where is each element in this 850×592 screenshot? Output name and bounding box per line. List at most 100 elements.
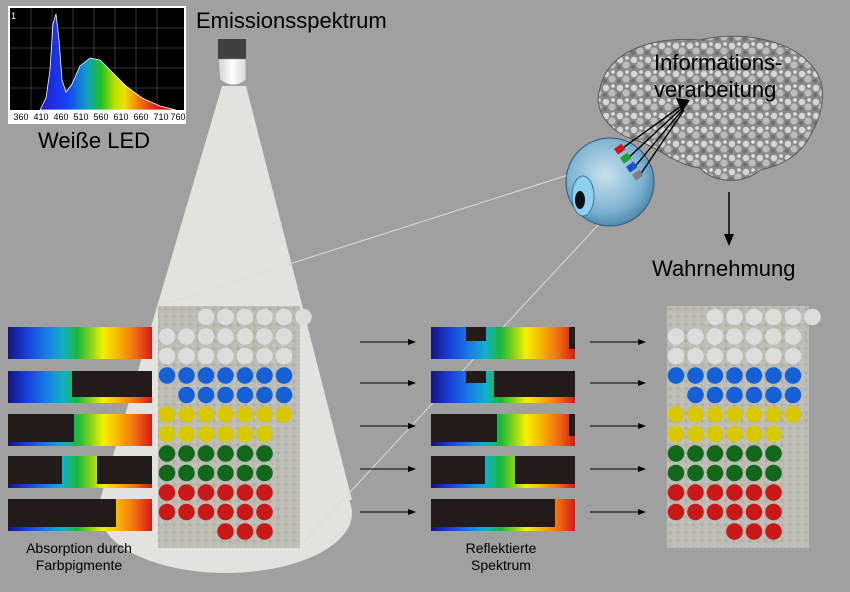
pigment-dot-yellow (158, 406, 176, 423)
pigment-dot-green (687, 445, 704, 462)
pigment-dot-white (726, 347, 743, 365)
pigment-dot-green (256, 464, 273, 482)
pigment-dot-white (236, 308, 254, 326)
pigment-dot-green (765, 464, 782, 482)
pigment-dot-red (726, 523, 743, 540)
pigment-dots (158, 308, 312, 540)
pigment-dot-white (784, 347, 802, 365)
pigment-dot-yellow (667, 425, 685, 443)
pigment-dot-green (256, 445, 273, 462)
pigment-dot-yellow (784, 406, 802, 423)
reflected-bars (431, 327, 575, 531)
reflected-bar (431, 456, 575, 488)
pigment-dot-white (197, 347, 215, 365)
pigment-dot-yellow (726, 406, 743, 423)
pigment-dot-yellow (178, 425, 195, 443)
led-housing (218, 39, 246, 59)
pigment-dot-green (236, 445, 254, 462)
pigment-dot-yellow (197, 425, 215, 443)
pigment-dot-white (706, 347, 724, 365)
pigment-dot-red (217, 484, 234, 501)
spectrum-curve (39, 13, 177, 111)
pigment-dot-green (745, 445, 763, 462)
reflected-caption-line-1: Reflektierte (465, 540, 537, 556)
pigment-dot-yellow (236, 425, 254, 443)
pigment-dot-red (178, 484, 195, 501)
pigment-dot-green (667, 445, 685, 462)
reflected-bar (431, 371, 575, 403)
pigment-dot-blue (275, 367, 293, 384)
pigment-dot-white (197, 328, 215, 345)
pigment-dot-red (765, 484, 782, 501)
pigment-dot-blue (765, 367, 782, 384)
pigment-dot-blue (706, 367, 724, 384)
pigment-dot-blue (726, 367, 743, 384)
pigment-dot-blue (256, 386, 273, 404)
spectrum-x-tick: 610 (113, 112, 128, 122)
pigment-dot-white (687, 347, 704, 365)
spectrum-x-ticks: 360 410 460 510 560 610 660 710 760 (13, 112, 185, 122)
pigment-dot-red (745, 523, 763, 540)
pigment-dot-yellow (178, 406, 195, 423)
pigment-dot-yellow (197, 406, 215, 423)
pigment-dot-red (256, 503, 273, 521)
pigment-dot-white (784, 308, 802, 326)
pigment-dot-red (706, 503, 724, 521)
pigment-dot-red (217, 523, 234, 540)
pigment-dot-yellow (745, 425, 763, 443)
reflected-caption: Reflektierte Spektrum (436, 540, 566, 574)
nerve-arrowhead (676, 98, 690, 112)
reflected-bar (431, 327, 575, 359)
pigment-dot-white (765, 347, 782, 365)
spectrum-x-tick: 460 (53, 112, 68, 122)
pigment-dot-white (275, 308, 293, 326)
pigment-dot-green (726, 464, 743, 482)
pigment-dot-yellow (745, 406, 763, 423)
pigment-dot-green (217, 464, 234, 482)
absorption-caption-line-2: Farbpigmente (35, 557, 123, 573)
pigment-dot-blue (158, 367, 176, 384)
pigment-dot-green (745, 464, 763, 482)
spectrum-x-tick: 410 (33, 112, 48, 122)
spectrum-x-tick: 360 (13, 112, 28, 122)
absorption-caption-line-1: Absorption durch (26, 540, 132, 556)
pigment-dot-red (765, 523, 782, 540)
pigment-dot-blue (745, 386, 763, 404)
pigment-dot-white (256, 328, 273, 345)
spectrum-x-tick: 660 (133, 112, 148, 122)
pigment-dot-red (236, 484, 254, 501)
absorption-bars (8, 327, 152, 531)
pigment-dot-blue (236, 386, 254, 404)
pigment-dot-green (217, 445, 234, 462)
pigment-dot-yellow (706, 406, 724, 423)
pigment-dot-white (667, 347, 685, 365)
pigment-dot-blue (275, 386, 293, 404)
pigment-dot-red (236, 523, 254, 540)
pigment-dot-red (197, 503, 215, 521)
pigment-dot-blue (706, 386, 724, 404)
pigment-dot-white (726, 308, 743, 326)
reflected-caption-line-2: Spektrum (471, 557, 531, 573)
pigment-dot-red (706, 484, 724, 501)
pigment-dot-blue (745, 367, 763, 384)
pigment-dot-red (256, 523, 273, 540)
pigment-dot-yellow (706, 425, 724, 443)
pigment-dot-yellow (275, 406, 293, 423)
pigment-dot-blue (197, 386, 215, 404)
pigment-dot-red (745, 503, 763, 521)
pigment-dot-white (295, 308, 312, 326)
pigment-dot-yellow (726, 425, 743, 443)
reflection-arrowheads (408, 339, 646, 515)
pigment-dot-red (667, 503, 685, 521)
pigment-dot-white (765, 308, 782, 326)
cone-blue (626, 161, 638, 173)
pigment-dot-green (236, 464, 254, 482)
pigment-dot-green (726, 445, 743, 462)
spectrum-x-tick: 560 (93, 112, 108, 122)
pigment-dot-yellow (765, 406, 782, 423)
pigment-dot-white (158, 347, 176, 365)
pigment-dot-white (217, 328, 234, 345)
pigment-dot-white (236, 347, 254, 365)
sightline-top (157, 174, 569, 307)
